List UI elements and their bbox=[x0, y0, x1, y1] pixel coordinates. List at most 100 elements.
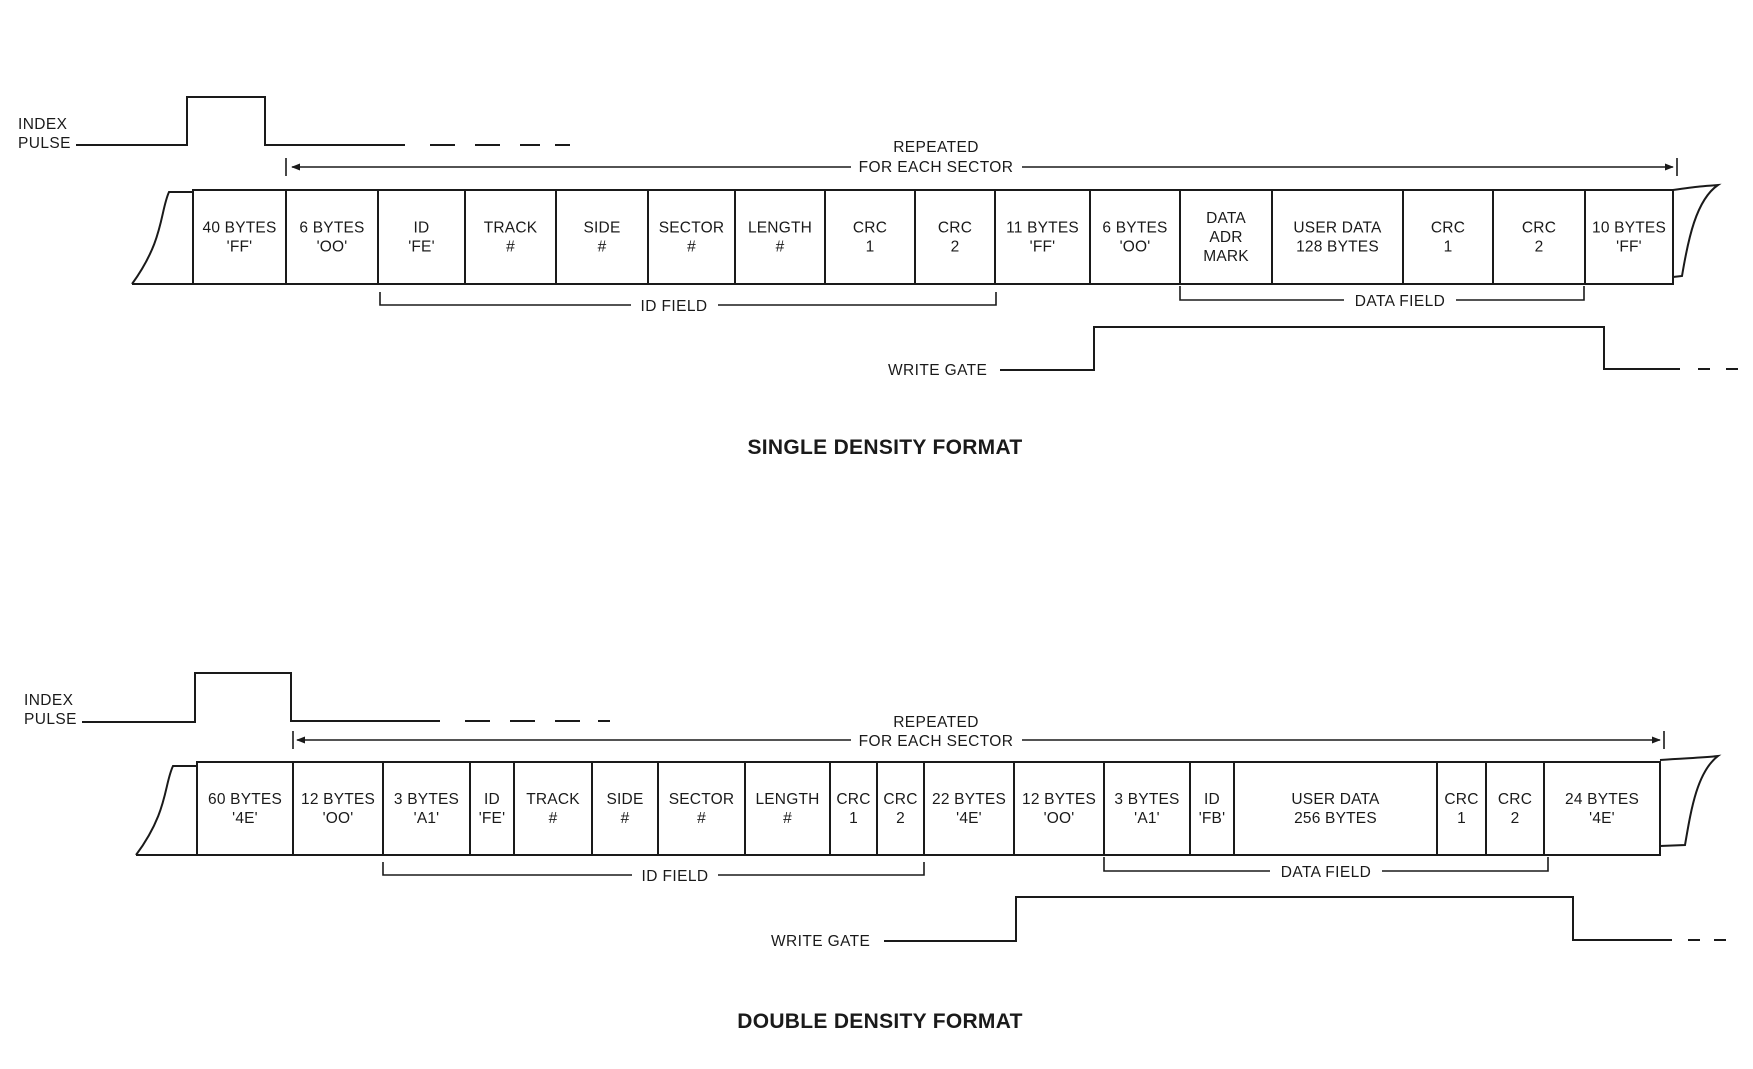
single-cell-box-10 bbox=[1089, 189, 1181, 285]
single-cell-13-line-0: CRC bbox=[1431, 220, 1465, 237]
single-index-label-line2: PULSE bbox=[18, 135, 71, 152]
double-cell-1-line-0: 12 BYTES bbox=[301, 791, 375, 808]
double-index-label-line2: PULSE bbox=[24, 711, 77, 728]
double-cell-box-8 bbox=[829, 761, 878, 856]
single-cell-14-line-1: 2 bbox=[1535, 239, 1544, 256]
single-cell-box-2 bbox=[377, 189, 466, 285]
single-cell-5: SECTOR # bbox=[647, 189, 736, 285]
single-cell-10: 6 BYTES'OO' bbox=[1089, 189, 1181, 285]
single-cell-box-4 bbox=[555, 189, 649, 285]
double-cell-2: 3 BYTES'A1' bbox=[382, 761, 471, 856]
single-cell-0: 40 BYTES 'FF' bbox=[192, 189, 287, 285]
single-cell-15-line-0: 10 BYTES bbox=[1592, 220, 1666, 237]
single-cell-4-line-1: # bbox=[598, 239, 607, 256]
single-record-strip: 40 BYTES'FF'6 BYTES'OO'ID'FE'TRACK#SIDE#… bbox=[131, 183, 1722, 285]
single-cell-box-15 bbox=[1584, 189, 1674, 285]
double-cell-box-16 bbox=[1485, 761, 1545, 856]
single-cell-box-8 bbox=[914, 189, 996, 285]
double-cell-box-13 bbox=[1189, 761, 1235, 856]
double-cell-box-6 bbox=[657, 761, 746, 856]
double-cell-5-line-0: SIDE bbox=[607, 791, 644, 808]
double-cell-11-line-0: 12 BYTES bbox=[1022, 791, 1096, 808]
single-write-gate: WRITE GATE bbox=[888, 326, 1738, 379]
single-cell-box-11 bbox=[1179, 189, 1273, 285]
single-data-field-bracket: DATA FIELD bbox=[1179, 286, 1585, 310]
single-repeated-label-line1: REPEATED bbox=[893, 139, 979, 156]
double-density-section: INDEX PULSE REPEATED FOR EACH SECTOR 60 … bbox=[24, 672, 1726, 1033]
single-cell-15: 10 BYTES'FF' bbox=[1584, 189, 1674, 285]
single-cell-12-line-1: 128 BYTES bbox=[1296, 239, 1379, 256]
double-cell-12: 3 BYTES'A1' bbox=[1103, 761, 1191, 856]
double-cell-10: 22 BYTES '4E' bbox=[923, 761, 1015, 856]
single-cell-8: CRC 2 bbox=[914, 189, 996, 285]
single-cell-2-line-0: ID bbox=[414, 220, 430, 237]
single-cell-8-line-0: CRC bbox=[938, 220, 972, 237]
double-cell-14-line-0: USER DATA bbox=[1291, 791, 1380, 808]
double-cell-5: SIDE # bbox=[591, 761, 659, 856]
single-cell-box-0 bbox=[192, 189, 287, 285]
single-cell-11-line-0: DATA bbox=[1206, 210, 1246, 227]
double-cell-box-15 bbox=[1436, 761, 1487, 856]
double-cell-box-12 bbox=[1103, 761, 1191, 856]
single-cell-14: CRC 2 bbox=[1492, 189, 1586, 285]
single-cell-10-line-0: 6 BYTES bbox=[1102, 220, 1167, 237]
double-cell-box-4 bbox=[513, 761, 593, 856]
single-cell-box-12 bbox=[1271, 189, 1404, 285]
double-cell-15-line-1: 1 bbox=[1457, 810, 1466, 827]
double-cell-box-11 bbox=[1013, 761, 1105, 856]
double-cell-10-line-1: '4E' bbox=[956, 810, 982, 827]
single-cell-box-3 bbox=[464, 189, 557, 285]
single-write-gate-label: WRITE GATE bbox=[888, 362, 987, 379]
double-cell-5-line-1: # bbox=[621, 810, 630, 827]
double-record-strip: 60 BYTES'4E'12 BYTES'OO'3 BYTES'A1'ID'FE… bbox=[135, 754, 1722, 856]
single-cell-7-line-1: 1 bbox=[866, 239, 875, 256]
single-cell-14-line-0: CRC bbox=[1522, 220, 1556, 237]
double-cell-4: TRACK# bbox=[513, 761, 593, 856]
single-index-label-line1: INDEX bbox=[18, 116, 68, 133]
single-cell-box-14 bbox=[1492, 189, 1586, 285]
single-cell-4-line-0: SIDE bbox=[584, 220, 621, 237]
double-cell-box-9 bbox=[876, 761, 925, 856]
double-cell-6: SECTOR# bbox=[657, 761, 746, 856]
double-cell-box-0 bbox=[196, 761, 294, 856]
double-cell-10-line-0: 22 BYTES bbox=[932, 791, 1006, 808]
single-cell-4: SIDE # bbox=[555, 189, 649, 285]
single-cell-5-line-0: SECTOR bbox=[659, 220, 725, 237]
double-cell-11-line-1: 'OO' bbox=[1044, 810, 1075, 827]
single-cell-1: 6 BYTES 'OO' bbox=[285, 189, 379, 285]
single-cell-box-9 bbox=[994, 189, 1091, 285]
double-data-field-bracket: DATA FIELD bbox=[1103, 857, 1549, 881]
double-cell-2-line-1: 'A1' bbox=[414, 810, 440, 827]
double-cell-9-line-1: 2 bbox=[896, 810, 905, 827]
single-cell-1-line-0: 6 BYTES bbox=[299, 220, 364, 237]
single-cell-13: CRC 1 bbox=[1402, 189, 1494, 285]
double-repeated-arrow: REPEATED FOR EACH SECTOR bbox=[292, 714, 1665, 750]
single-cell-3-line-0: TRACK bbox=[484, 220, 538, 237]
double-cell-12-line-1: 'A1' bbox=[1134, 810, 1160, 827]
double-repeated-label-line2: FOR EACH SECTOR bbox=[859, 733, 1014, 750]
double-cell-3: ID'FE' bbox=[469, 761, 515, 856]
single-cell-13-line-1: 1 bbox=[1444, 239, 1453, 256]
double-cell-11: 12 BYTES 'OO' bbox=[1013, 761, 1105, 856]
single-id-field-label: ID FIELD bbox=[641, 298, 708, 315]
single-cell-9-line-1: 'FF' bbox=[1030, 239, 1056, 256]
single-cell-8-line-1: 2 bbox=[951, 239, 960, 256]
single-cell-5-line-1: # bbox=[687, 239, 696, 256]
single-cell-0-line-1: 'FF' bbox=[227, 239, 253, 256]
double-cell-0: 60 BYTES'4E' bbox=[196, 761, 294, 856]
single-repeated-arrow: REPEATED FOR EACH SECTOR bbox=[285, 139, 1678, 176]
double-cell-box-10 bbox=[923, 761, 1015, 856]
single-density-title: SINGLE DENSITY FORMAT bbox=[747, 436, 1022, 459]
double-cell-6-line-1: # bbox=[697, 810, 706, 827]
single-cell-6: LENGTH# bbox=[734, 189, 826, 285]
single-cell-1-line-1: 'OO' bbox=[317, 239, 348, 256]
double-cell-box-7 bbox=[744, 761, 831, 856]
double-cell-4-line-0: TRACK bbox=[526, 791, 580, 808]
single-cell-0-line-0: 40 BYTES bbox=[203, 220, 277, 237]
